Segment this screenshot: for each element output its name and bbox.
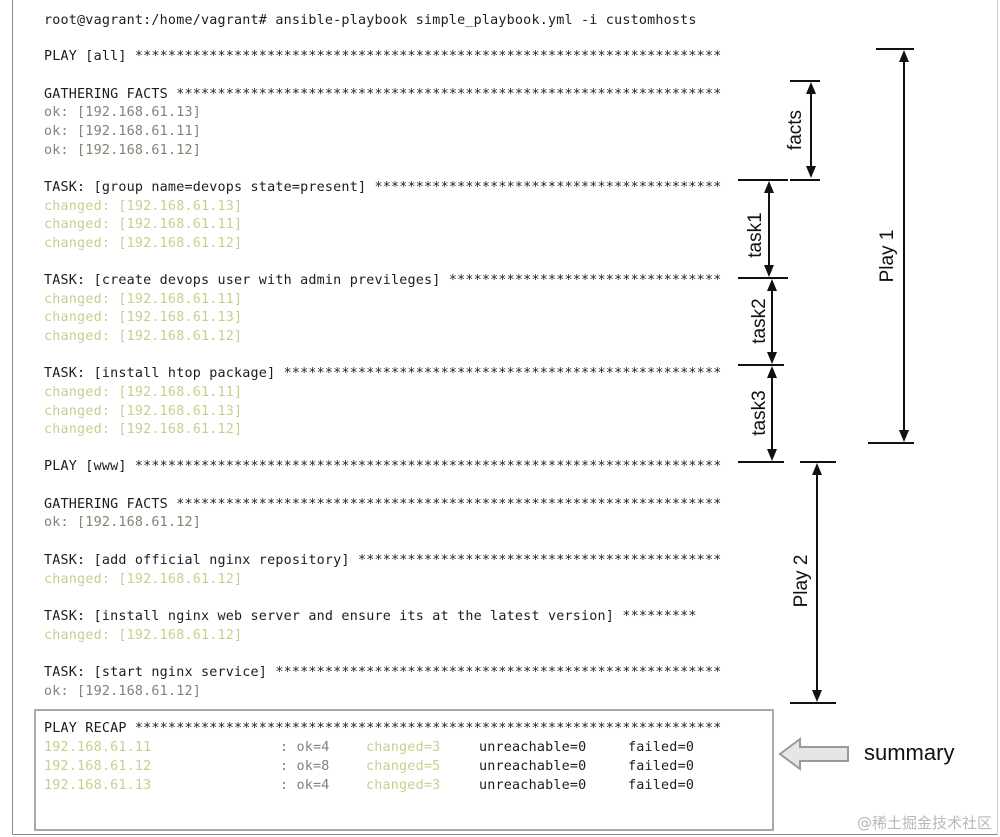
summary-label: summary <box>864 740 955 765</box>
output-result-line: changed: [192.168.61.12] <box>44 572 243 587</box>
shell-command: root@vagrant:/home/vagrant# ansible-play… <box>44 13 697 28</box>
output-header-line: TASK: [start nginx service] ************… <box>44 665 722 680</box>
output-result-line: ok: [192.168.61.12] <box>44 684 201 699</box>
output-result-line: ok: [192.168.61.12] <box>44 143 201 158</box>
output-result-line: changed: [192.168.61.12] <box>44 422 243 437</box>
facts-label: facts <box>785 109 806 151</box>
task2-label: task2 <box>749 298 770 344</box>
recap-changed: changed=3 <box>366 740 441 755</box>
recap-failed: failed=0 <box>628 740 695 755</box>
output-result-line: changed: [192.168.61.12] <box>44 628 243 643</box>
output-result-line: changed: [192.168.61.11] <box>44 217 243 232</box>
recap-host: 192.168.61.13 <box>44 778 152 793</box>
output-result-line: changed: [192.168.61.11] <box>44 385 243 400</box>
output-result-line: ok: [192.168.61.13] <box>44 105 201 120</box>
recap-unreachable: unreachable=0 <box>479 740 587 755</box>
recap-title: PLAY RECAP *****************************… <box>44 721 722 736</box>
recap-failed: failed=0 <box>628 778 695 793</box>
output-result-line: changed: [192.168.61.13] <box>44 310 243 325</box>
recap-unreachable: unreachable=0 <box>479 759 587 774</box>
output-header-line: TASK: [add official nginx repository] **… <box>44 553 722 568</box>
recap-failed: failed=0 <box>628 759 695 774</box>
output-header-line: TASK: [create devops user with admin pre… <box>44 273 722 288</box>
watermark: @稀土掘金技术社区 <box>856 814 992 832</box>
recap-unreachable: unreachable=0 <box>479 778 587 793</box>
recap-host: 192.168.61.12 <box>44 759 152 774</box>
output-header-line: TASK: [group name=devops state=present] … <box>44 180 722 195</box>
screenshot-frame <box>12 0 998 835</box>
summary-arrow-icon <box>778 737 849 771</box>
task1-label: task1 <box>745 212 766 258</box>
play2-label: Play 2 <box>791 554 812 608</box>
output-header-line: GATHERING FACTS ************************… <box>44 87 722 102</box>
output-header-line: TASK: [install htop package] ***********… <box>44 366 722 381</box>
recap-box <box>34 709 774 831</box>
output-header-line: PLAY [www] *****************************… <box>44 459 722 474</box>
output-result-line: changed: [192.168.61.12] <box>44 236 243 251</box>
output-result-line: changed: [192.168.61.11] <box>44 292 243 307</box>
output-header-line: PLAY [all] *****************************… <box>44 49 722 64</box>
output-header-line: GATHERING FACTS ************************… <box>44 497 722 512</box>
output-result-line: changed: [192.168.61.13] <box>44 404 243 419</box>
output-result-line: changed: [192.168.61.12] <box>44 329 243 344</box>
recap-host: 192.168.61.11 <box>44 740 152 755</box>
recap-changed: changed=5 <box>366 759 441 774</box>
output-result-line: ok: [192.168.61.12] <box>44 515 201 530</box>
recap-changed: changed=3 <box>366 778 441 793</box>
output-result-line: changed: [192.168.61.13] <box>44 199 243 214</box>
recap-ok: : ok=8 <box>280 759 330 774</box>
task3-label: task3 <box>749 390 770 436</box>
output-header-line: TASK: [install nginx web server and ensu… <box>44 609 697 624</box>
play1-label: Play 1 <box>877 229 898 283</box>
recap-ok: : ok=4 <box>280 778 330 793</box>
output-result-line: ok: [192.168.61.11] <box>44 124 201 139</box>
recap-ok: : ok=4 <box>280 740 330 755</box>
